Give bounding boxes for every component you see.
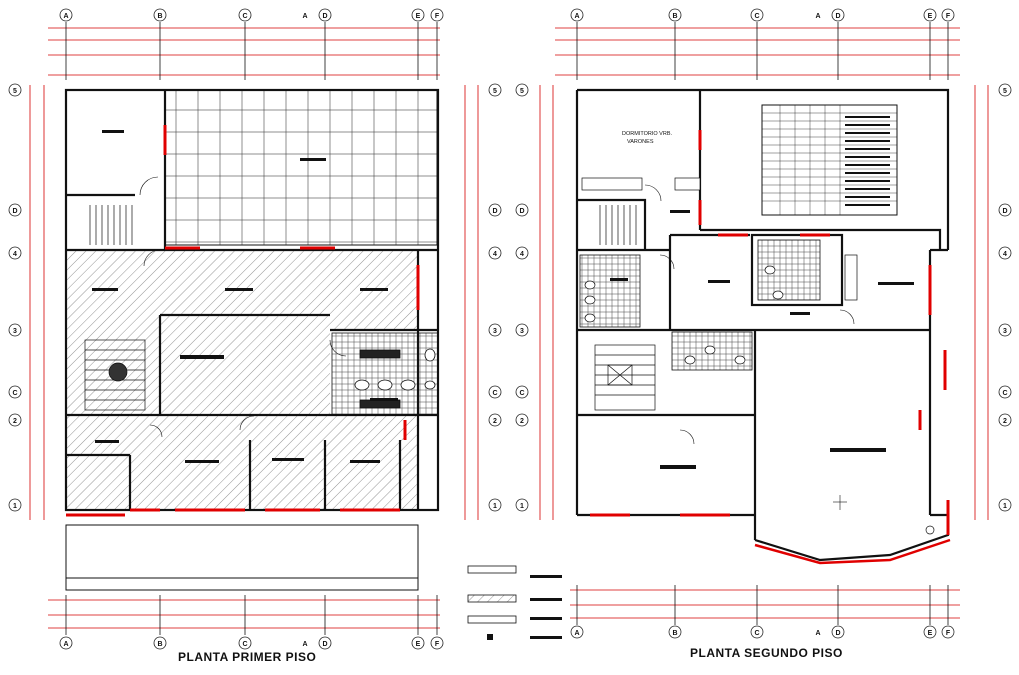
right-tick-marks	[576, 22, 949, 625]
left-col-label-1: A	[63, 13, 68, 20]
right-col-label-b5: D	[835, 630, 840, 637]
right-row-label-r6: 2	[1003, 418, 1007, 425]
left-col-label-b7: F	[435, 641, 440, 648]
left-row-label-r5: C	[492, 390, 497, 397]
right-row-label-3: 4	[520, 251, 524, 258]
left-col-label-b5: D	[322, 641, 327, 648]
right-row-label-r3: 4	[1003, 251, 1007, 258]
right-plan-title: PLANTA SEGUNDO PISO	[690, 646, 843, 660]
left-col-label-6: E	[416, 13, 421, 20]
schedule-table	[761, 104, 898, 216]
left-stairs	[84, 205, 146, 411]
right-curved-facade	[754, 538, 951, 565]
left-row-label-r3: 4	[493, 251, 497, 258]
left-row-label-3: 4	[13, 251, 17, 258]
right-col-label-b2: B	[672, 630, 677, 637]
left-row-label-r4: 3	[493, 328, 497, 335]
left-tick-marks	[65, 22, 438, 635]
tiled-courtyard	[164, 89, 438, 246]
right-room-label-line2: VARONES	[627, 139, 654, 145]
right-row-label-7: 1	[520, 503, 524, 510]
left-row-label-5: C	[12, 390, 17, 397]
right-fixtures	[581, 177, 935, 535]
right-dimensions	[539, 27, 989, 619]
right-row-label-r7: 1	[1003, 503, 1007, 510]
right-row-label-r2: D	[1002, 208, 1007, 215]
left-col-label-b2: B	[157, 641, 162, 648]
left-col-label-3: C	[242, 13, 247, 20]
left-top-dimensions	[29, 27, 479, 629]
right-row-label-4: 3	[520, 328, 524, 335]
left-col-label-2: B	[157, 13, 162, 20]
right-col-label-b6: E	[928, 630, 933, 637]
left-col-label-7: F	[435, 13, 440, 20]
right-grid-labels: A B C A D E F A B C A D E F 5 D 4 3 C 2 …	[519, 13, 1007, 637]
left-col-label-b1: A	[63, 641, 68, 648]
right-bath-tiles-a	[579, 254, 641, 328]
left-row-label-4: 3	[13, 328, 17, 335]
right-plan: DORMITORIO VRB. VARONES	[515, 8, 1012, 639]
right-row-label-6: 2	[520, 418, 524, 425]
left-row-label-2: D	[12, 208, 17, 215]
left-col-label-b6: E	[416, 641, 421, 648]
left-door-swings	[139, 176, 347, 438]
left-col-label-5: D	[322, 13, 327, 20]
right-row-label-1: 5	[520, 88, 524, 95]
left-row-label-r2: D	[492, 208, 497, 215]
right-row-label-r5: C	[1002, 390, 1007, 397]
right-room-label-line1: DORMITORIO VRB.	[622, 131, 672, 137]
left-porch	[65, 524, 419, 591]
right-row-label-5: C	[519, 390, 524, 397]
legend	[467, 565, 562, 640]
left-col-label-4: A	[302, 13, 307, 20]
left-plan-title: PLANTA PRIMER PISO	[178, 650, 317, 664]
right-doors	[590, 130, 950, 535]
left-grid-labels: A B C A D E F A B C A D E F 5 D 4 3 C 2 …	[12, 13, 497, 648]
right-col-label-b4: A	[815, 630, 820, 637]
left-plan: A B C A D E F A B C A D E F 5 D 4 3 C 2 …	[8, 8, 502, 650]
left-row-label-r6: 2	[493, 418, 497, 425]
right-row-label-2: D	[519, 208, 524, 215]
right-row-label-r1: 5	[1003, 88, 1007, 95]
right-col-label-1: A	[574, 13, 579, 20]
left-bathroom-fixtures	[354, 348, 436, 409]
left-col-label-b4: A	[302, 641, 307, 648]
right-col-label-7: F	[946, 13, 951, 20]
right-col-label-6: E	[928, 13, 933, 20]
right-col-label-3: C	[754, 13, 759, 20]
left-grid-bubbles-top	[59, 8, 444, 650]
right-center-mark	[833, 495, 847, 510]
left-grid-bubbles-side	[8, 83, 502, 512]
left-row-label-6: 2	[13, 418, 17, 425]
right-col-label-4: A	[815, 13, 820, 20]
right-door-swings	[644, 184, 855, 445]
right-col-label-5: D	[835, 13, 840, 20]
left-row-label-r7: 1	[493, 503, 497, 510]
right-stairs	[594, 205, 656, 411]
right-col-label-b7: F	[946, 630, 951, 637]
left-row-label-7: 1	[13, 503, 17, 510]
right-col-label-2: B	[672, 13, 677, 20]
right-row-label-r4: 3	[1003, 328, 1007, 335]
left-row-label-r1: 5	[493, 88, 497, 95]
left-room-tags	[92, 130, 398, 463]
right-room-tags	[610, 210, 914, 469]
left-col-label-b3: C	[242, 641, 247, 648]
right-col-label-b1: A	[574, 630, 579, 637]
right-col-label-b3: C	[754, 630, 759, 637]
right-grid-bubbles	[515, 8, 1012, 639]
left-row-label-1: 5	[13, 88, 17, 95]
left-doors	[66, 125, 420, 517]
